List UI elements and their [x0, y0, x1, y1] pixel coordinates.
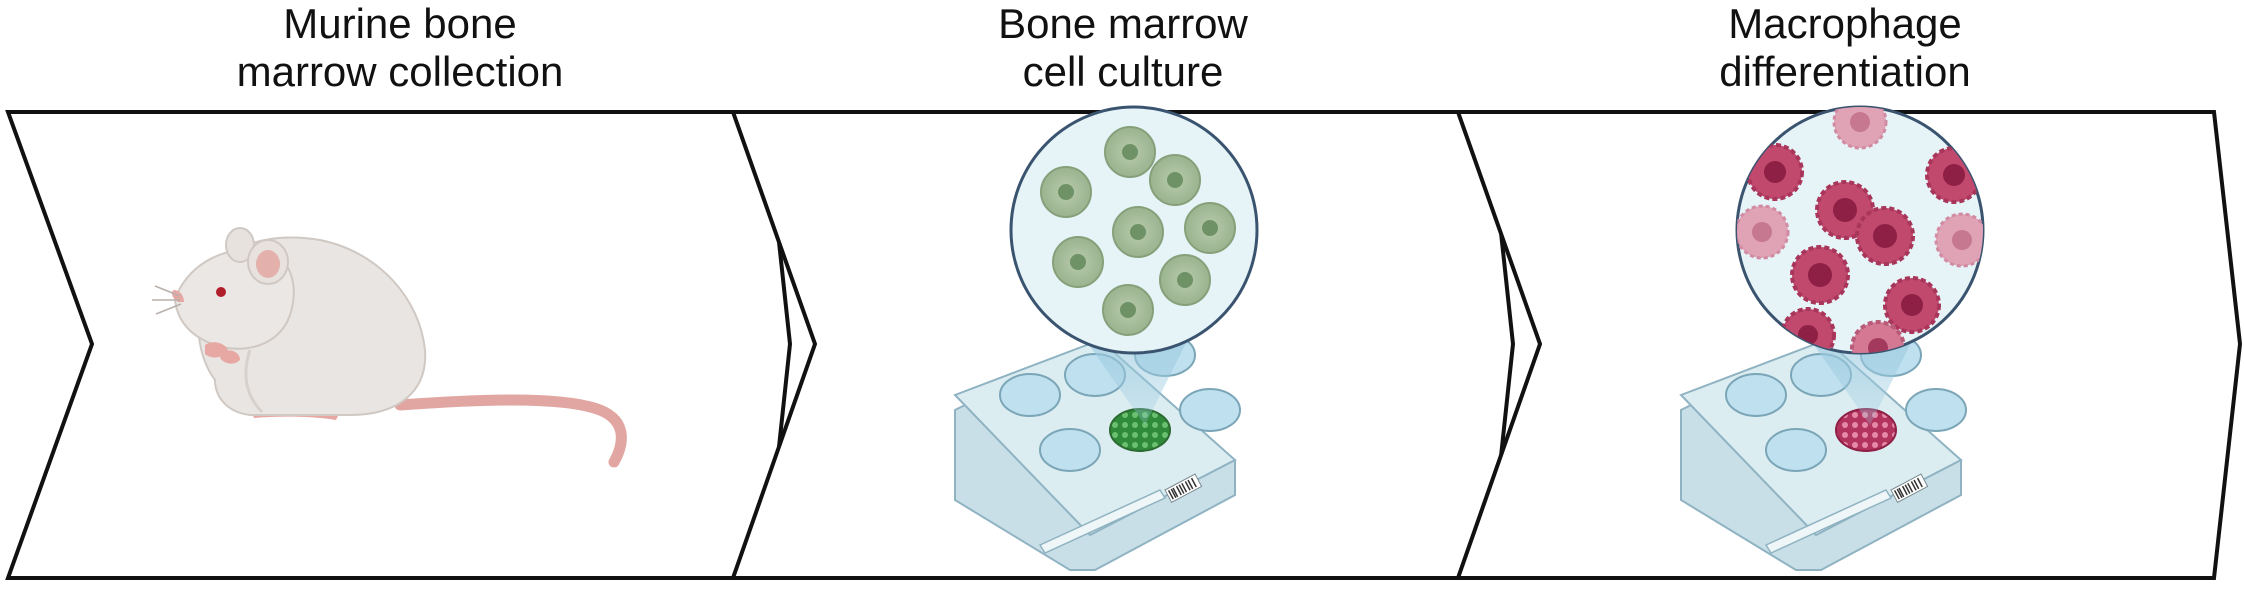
culture-plate-icon	[953, 105, 1259, 571]
cell-icon	[1052, 236, 1104, 288]
plate-macrophage-culture	[1679, 333, 1967, 571]
cell-icon	[1832, 107, 1888, 150]
cell-icon	[1184, 202, 1236, 254]
cell-icon	[1855, 206, 1915, 266]
step-title-collection: Murine bone marrow collection	[140, 0, 660, 96]
step-title-differentiation: Macrophage differentiation	[1585, 0, 2105, 96]
cell-icon	[1934, 212, 1983, 268]
step-title-line: differentiation	[1719, 48, 1971, 95]
cell-icon	[1737, 204, 1790, 260]
culture-plate-icon	[1679, 105, 1985, 571]
cell-icon	[1104, 126, 1156, 178]
macrophage-cells	[1737, 107, 1983, 353]
barcode	[1164, 473, 1203, 504]
cell-icon	[1790, 245, 1850, 305]
cell-icon	[1883, 276, 1941, 334]
step-title-culture: Bone marrow cell culture	[863, 0, 1383, 96]
step-title-line: Bone marrow	[998, 0, 1248, 47]
barcode	[1890, 473, 1929, 504]
step-title-line: cell culture	[1022, 48, 1224, 95]
mouse-icon	[152, 227, 627, 468]
cell-icon	[1102, 284, 1154, 336]
cell-icon	[1149, 154, 1201, 206]
magnifier-icon	[1009, 105, 1259, 355]
step-title-line: Macrophage	[1728, 0, 1962, 47]
magnifier-icon	[1735, 105, 1985, 355]
step-title-line: marrow collection	[236, 48, 564, 95]
cell-icon	[1159, 254, 1211, 306]
cell-icon	[1112, 206, 1164, 258]
bm-cells	[1040, 126, 1236, 336]
cell-icon	[1040, 166, 1092, 218]
step-title-line: Murine bone	[283, 0, 517, 47]
